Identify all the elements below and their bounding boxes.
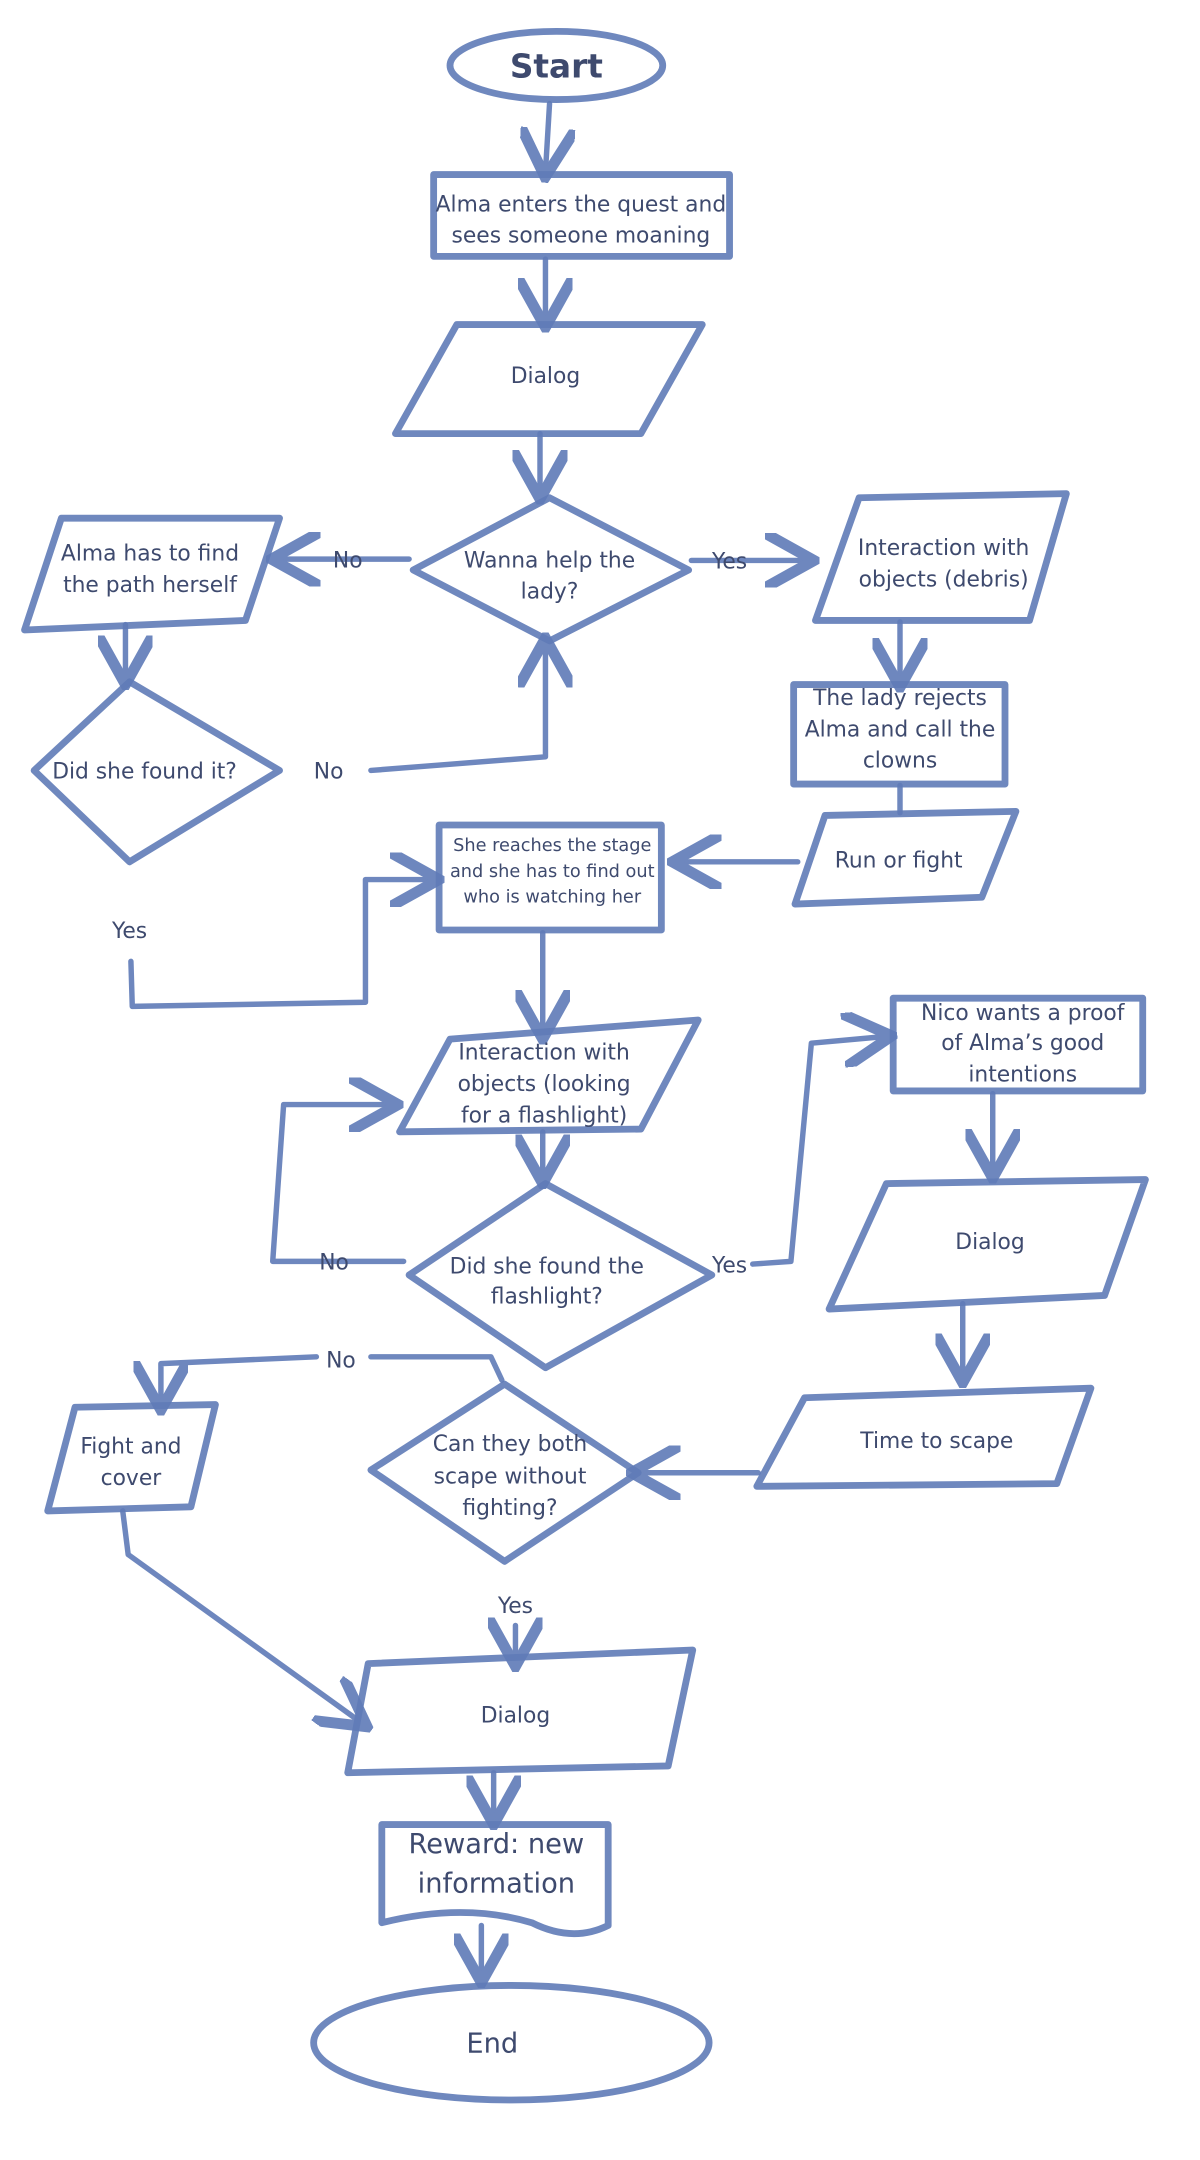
debris-io xyxy=(812,490,1070,624)
scape-io xyxy=(753,1384,1095,1490)
arrow-found-no xyxy=(368,644,546,774)
connectors xyxy=(119,100,993,1978)
dialog3-io xyxy=(344,1646,697,1777)
flash-no-label: No xyxy=(319,1251,349,1276)
scape-label: Time to scape xyxy=(859,1429,1013,1454)
start-label: Start xyxy=(510,48,603,86)
flash-no2-label: No xyxy=(326,1349,356,1374)
fight-io xyxy=(44,1401,219,1515)
debris-label-2: objects (debris) xyxy=(859,567,1029,592)
reward-label-2: information xyxy=(418,1869,575,1900)
nico-label-2: of Alma’s good xyxy=(941,1031,1104,1056)
nico-label-1: Nico wants a proof xyxy=(921,1001,1126,1026)
debris-label-1: Interaction with xyxy=(858,536,1029,561)
arrow-flash-yes xyxy=(749,1036,887,1267)
rejects-label-1: The lady rejects xyxy=(812,686,987,711)
foundflash-label-1: Did she found the xyxy=(450,1255,644,1280)
help-decision xyxy=(409,494,693,645)
found-no-label: No xyxy=(314,760,344,785)
arrow-flash-no-both xyxy=(368,1354,505,1383)
dialog1-label: Dialog xyxy=(511,364,580,389)
fight-label-2: cover xyxy=(101,1466,162,1491)
run-label: Run or fight xyxy=(835,848,963,873)
help-label-2: lady? xyxy=(521,580,579,605)
start-terminal xyxy=(446,27,667,103)
fight-label-1: Fight and xyxy=(80,1435,181,1460)
enter-label-1: Alma enters the quest and xyxy=(436,192,727,217)
flash-label-2: objects (looking xyxy=(458,1072,631,1097)
dialog3-label: Dialog xyxy=(481,1703,550,1728)
rejects-process xyxy=(790,681,1009,788)
reward-label-1: Reward: new xyxy=(408,1829,584,1860)
foundflash-decision xyxy=(405,1180,716,1372)
foundflash-label-2: flashlight? xyxy=(491,1285,603,1310)
arrow-start-enter xyxy=(545,100,549,172)
enter-label-2: sees someone moaning xyxy=(452,224,711,249)
arrow-flash-no xyxy=(269,1105,407,1265)
arrow-flash-no-fight xyxy=(161,1354,320,1405)
rejects-label-3: clowns xyxy=(863,749,937,774)
run-io xyxy=(791,807,1020,908)
reward-document xyxy=(378,1821,612,1938)
help-no-label: No xyxy=(333,548,363,573)
arrow-found-yes xyxy=(128,880,434,1010)
flash-label-3: for a flashlight) xyxy=(461,1103,627,1128)
stage-label-3: who is watching her xyxy=(463,888,641,908)
flash-io xyxy=(396,1016,702,1136)
dialog1-io xyxy=(392,321,706,438)
help-label-1: Wanna help the xyxy=(464,548,635,573)
stage-label-2: and she has to find out xyxy=(450,862,655,882)
end-label: End xyxy=(466,2028,518,2059)
path-label-1: Alma has to find xyxy=(61,541,239,566)
end-terminal xyxy=(310,1982,713,2104)
stage-label-1: She reaches the stage xyxy=(453,836,651,856)
flash-yes-label: Yes xyxy=(711,1253,747,1278)
help-yes-label: Yes xyxy=(711,550,747,575)
both-label-1: Can they both xyxy=(433,1432,587,1457)
found-label: Did she found it? xyxy=(52,760,237,785)
stage-process xyxy=(435,821,665,934)
dialog2-label: Dialog xyxy=(955,1230,1024,1255)
both-label-2: scape without xyxy=(434,1465,587,1490)
arrow-fight-dialog xyxy=(119,1508,363,1724)
dialog2-io xyxy=(825,1176,1149,1313)
rejects-label-2: Alma and call the xyxy=(805,717,996,742)
path-io xyxy=(21,514,283,634)
both-decision xyxy=(367,1380,642,1565)
both-yes-label: Yes xyxy=(497,1594,533,1619)
nico-label-3: intentions xyxy=(968,1062,1077,1087)
both-label-3: fighting? xyxy=(462,1496,557,1521)
found-yes-label: Yes xyxy=(111,919,147,944)
path-label-2: the path herself xyxy=(63,573,238,598)
flash-label-1: Interaction with xyxy=(458,1041,629,1066)
nico-process xyxy=(889,994,1147,1095)
enter-process xyxy=(430,171,733,260)
found-decision xyxy=(30,678,283,866)
